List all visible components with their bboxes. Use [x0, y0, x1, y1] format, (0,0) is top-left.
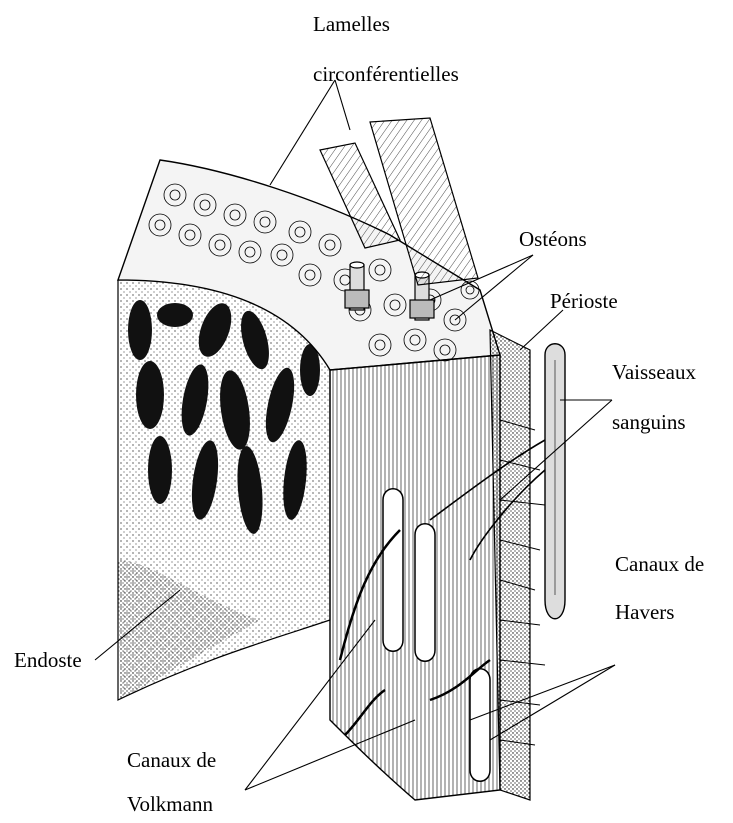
label-lamelles-line2: circonférentielles	[313, 62, 459, 86]
label-vaisseaux-line2: sanguins	[612, 410, 686, 434]
label-lamelles-line1: Lamelles	[313, 12, 390, 36]
label-endoste: Endoste	[14, 648, 82, 672]
label-havers-line2: Havers	[615, 600, 674, 624]
label-volkmann-line2: Volkmann	[127, 792, 213, 816]
label-havers-line1: Canaux de	[615, 552, 704, 576]
label-volkmann-line1: Canaux de	[127, 748, 216, 772]
label-osteons: Ostéons	[519, 227, 587, 251]
label-vaisseaux-line1: Vaisseaux	[612, 360, 696, 384]
label-perioste: Périoste	[550, 289, 618, 313]
